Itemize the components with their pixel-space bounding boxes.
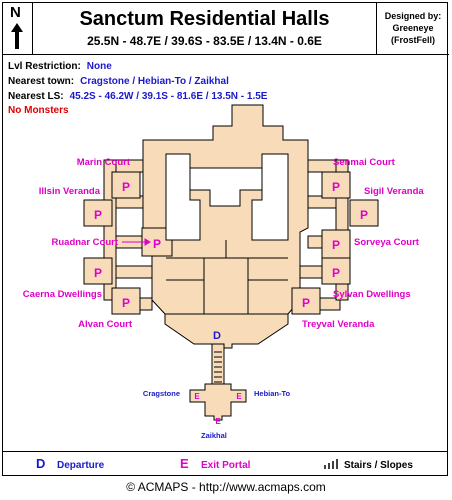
page-title: Sanctum Residential Halls: [79, 8, 330, 30]
nearest-town-label: Nearest town:: [8, 76, 75, 87]
location-coordinates: 25.5N - 48.7E / 39.6S - 83.5E / 13.4N - …: [87, 34, 322, 48]
room-sigil-veranda: [349, 199, 379, 227]
nearest-town-value: Cragstone / Hebian-To / Zaikhal: [80, 76, 229, 87]
room-treyval-veranda: [291, 287, 321, 315]
portal-alvan-court: P: [122, 296, 130, 310]
label-sorveya-court: Sorveya Court: [354, 237, 419, 248]
room-sylvan-dwellings: [321, 257, 351, 285]
exit-junction: [189, 383, 247, 421]
credit-line-2: Greeneye: [392, 23, 434, 33]
portal-marin-court: P: [122, 180, 130, 194]
portal-senmai-court: P: [332, 180, 340, 194]
portal-ruadnar-court: P: [153, 237, 161, 251]
north-arrow-icon: [11, 23, 23, 49]
inner-courtyard-west: [165, 153, 201, 241]
dungeon-map: P P P P P P P P P P D E E E: [83, 104, 379, 426]
monster-info: No Monsters: [8, 105, 69, 116]
nearest-lifestone-value: 45.2S - 46.2W / 39.1S - 81.6E / 13.5N - …: [69, 91, 268, 102]
portal-illsin-veranda: P: [94, 208, 102, 222]
label-senmai-court: Senmai Court: [333, 157, 395, 168]
room-senmai-court: [321, 171, 351, 199]
exit-marker-south: E: [215, 417, 221, 426]
bottom-apron: [164, 313, 289, 349]
credit-line-1: Designed by:: [384, 11, 442, 21]
exit-marker-east: E: [236, 392, 242, 401]
label-ruadnar-court: Ruadnar Court: [51, 237, 119, 248]
legend-departure-symbol: D: [36, 456, 46, 471]
level-restriction-label: Lvl Restriction:: [8, 61, 81, 72]
header: N Sanctum Residential Halls 25.5N - 48.7…: [3, 3, 449, 55]
room-illsin-veranda: [83, 199, 113, 227]
legend-departure-label: Departure: [57, 460, 105, 471]
room-marin-court: [111, 171, 141, 199]
portal-sigil-veranda: P: [360, 208, 368, 222]
legend-stairs-label: Stairs / Slopes: [344, 460, 413, 471]
portal-caerna-dwellings: P: [94, 266, 102, 280]
label-alvan-court: Alvan Court: [78, 319, 132, 330]
legend-exit-symbol: E: [180, 456, 189, 471]
copyright-footer: © ACMAPS - http://www.acmaps.com: [126, 480, 326, 494]
label-sylvan-dwellings: Sylvan Dwellings: [333, 289, 411, 300]
departure-marker: D: [213, 330, 221, 342]
nearest-lifestone-label: Nearest LS:: [8, 91, 64, 102]
nearest-lifestone: Nearest LS: 45.2S - 46.2W / 39.1S - 81.6E…: [8, 91, 267, 102]
north-indicator: N: [3, 3, 33, 55]
legend-exit-label: Exit Portal: [201, 460, 251, 471]
level-restriction-value: None: [86, 61, 112, 72]
label-treyval-veranda: Treyval Veranda: [302, 319, 375, 330]
title-box: Sanctum Residential Halls 25.5N - 48.7E …: [33, 3, 377, 55]
stair-corridor: [211, 343, 225, 387]
exit-label-zaikhal: Zaikhal: [201, 431, 227, 440]
exit-label-cragstone: Cragstone: [142, 389, 180, 398]
portal-treyval-veranda: P: [302, 296, 310, 310]
credit-line-3: (FrostFell): [391, 35, 435, 45]
level-restriction: Lvl Restriction: None: [8, 61, 112, 72]
label-illsin-veranda: Illsin Veranda: [38, 186, 100, 197]
exit-label-hebian-to: Hebian-To: [254, 389, 291, 398]
portal-sorveya-court: P: [332, 238, 340, 252]
label-marin-court: Marin Court: [76, 157, 130, 168]
exit-marker-west: E: [194, 392, 200, 401]
label-caerna-dwellings: Caerna Dwellings: [22, 289, 102, 300]
portal-sylvan-dwellings: P: [332, 266, 340, 280]
inner-courtyard-east: [251, 153, 289, 241]
room-caerna-dwellings: [83, 257, 113, 285]
inner-block: [189, 167, 263, 207]
legend: D Departure E Exit Portal Stairs / Slope…: [2, 451, 448, 476]
left-corridor-4: [111, 265, 153, 279]
designer-credit: Designed by: Greeneye (FrostFell): [377, 3, 449, 55]
nearest-town: Nearest town: Cragstone / Hebian-To / Zai…: [8, 76, 229, 87]
stairs-icon: [324, 459, 338, 469]
label-sigil-veranda: Sigil Veranda: [364, 186, 424, 197]
north-letter: N: [10, 4, 21, 21]
room-alvan-court: [111, 287, 141, 315]
